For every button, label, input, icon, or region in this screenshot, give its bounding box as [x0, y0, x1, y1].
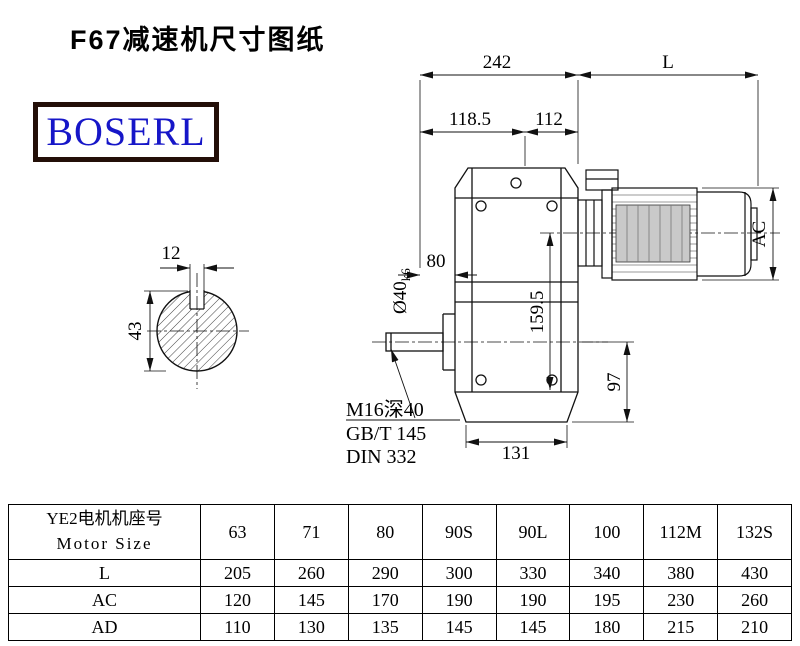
row-label: AC — [8, 586, 201, 614]
table-cell: 430 — [717, 559, 792, 587]
table-cell: 120 — [200, 586, 275, 614]
table-cell: 205 — [200, 559, 275, 587]
motor-size-col: 90L — [495, 504, 571, 560]
thread-note: M16深40 — [346, 398, 424, 421]
table-cell: 135 — [347, 613, 423, 641]
dim-43-label: 43 — [125, 322, 146, 341]
table-cell: 190 — [421, 586, 497, 614]
dimension-drawing: 242 L 118.5 112 80 Ø40k6 159.5 97 AC 131… — [125, 52, 780, 468]
output-shaft — [385, 313, 455, 371]
motor-size-table: YE2电机机座号 Motor Size 63 71 80 90S 90L 100… — [8, 504, 792, 641]
page-title: F67减速机尺寸图纸 — [70, 25, 326, 55]
dim-159-5-label: 159.5 — [527, 291, 548, 334]
motor-size-header-cn: YE2电机机座号 — [46, 509, 163, 529]
motor-size-header-en: Motor Size — [56, 534, 153, 553]
motor-size-col: 132S — [717, 504, 792, 560]
table-cell: 190 — [495, 586, 571, 614]
table-cell: 145 — [273, 586, 349, 614]
dim-112-label: 112 — [535, 109, 563, 130]
motor-size-col: 90S — [421, 504, 497, 560]
table-cell: 290 — [347, 559, 423, 587]
table-cell: 180 — [569, 613, 645, 641]
motor-size-header-cell: YE2电机机座号 Motor Size — [8, 504, 201, 560]
dim-118-5-label: 118.5 — [449, 109, 491, 130]
table-cell: 195 — [569, 586, 645, 614]
table-cell: 230 — [643, 586, 719, 614]
table-cell: 300 — [421, 559, 497, 587]
motor-size-col: 63 — [200, 504, 275, 560]
table-cell: 380 — [643, 559, 719, 587]
motor-size-col: 71 — [273, 504, 349, 560]
gearbox-housing — [454, 167, 579, 423]
row-label: L — [8, 559, 201, 587]
table-cell: 170 — [347, 586, 423, 614]
motor-size-col: 112M — [643, 504, 719, 560]
row-label: AD — [8, 613, 201, 641]
standard-note-gbt: GB/T 145 — [346, 423, 426, 445]
standard-note-din: DIN 332 — [346, 446, 417, 468]
dim-80-label: 80 — [427, 251, 446, 272]
thread-leader — [346, 348, 460, 421]
dim-12-label: 12 — [162, 243, 181, 264]
table-row-AC: AC 120 145 170 190 190 195 230 260 — [8, 586, 792, 614]
table-cell: 110 — [200, 613, 275, 641]
table-cell: 260 — [717, 586, 792, 614]
dim-242-label: 242 — [483, 52, 512, 73]
motor-stator — [615, 204, 691, 263]
motor-size-col: 100 — [569, 504, 645, 560]
dim-L-label: L — [662, 52, 674, 73]
table-cell: 145 — [421, 613, 497, 641]
table-header-row: YE2电机机座号 Motor Size 63 71 80 90S 90L 100… — [8, 504, 792, 560]
dimension-lines — [146, 71, 777, 446]
table-row-L: L 205 260 290 300 330 340 380 430 — [8, 559, 792, 587]
dim-97-label: 97 — [604, 373, 625, 392]
boserl-logo-text: BOSERL — [46, 109, 206, 154]
table-cell: 130 — [273, 613, 349, 641]
dim-131-label: 131 — [502, 443, 531, 464]
dim-AC-label: AC — [749, 221, 770, 247]
table-row-AD: AD 110 130 135 145 145 180 215 210 — [8, 613, 792, 641]
shaft-diameter-label: Ø40k6 — [390, 268, 413, 314]
table-cell: 215 — [643, 613, 719, 641]
motor — [577, 169, 758, 281]
table-cell: 145 — [495, 613, 571, 641]
table-cell: 210 — [717, 613, 792, 641]
table-cell: 330 — [495, 559, 571, 587]
boserl-logo: BOSERL — [33, 102, 219, 162]
motor-size-col: 80 — [347, 504, 423, 560]
extension-lines — [144, 80, 779, 448]
table-cell: 340 — [569, 559, 645, 587]
table-cell: 260 — [273, 559, 349, 587]
